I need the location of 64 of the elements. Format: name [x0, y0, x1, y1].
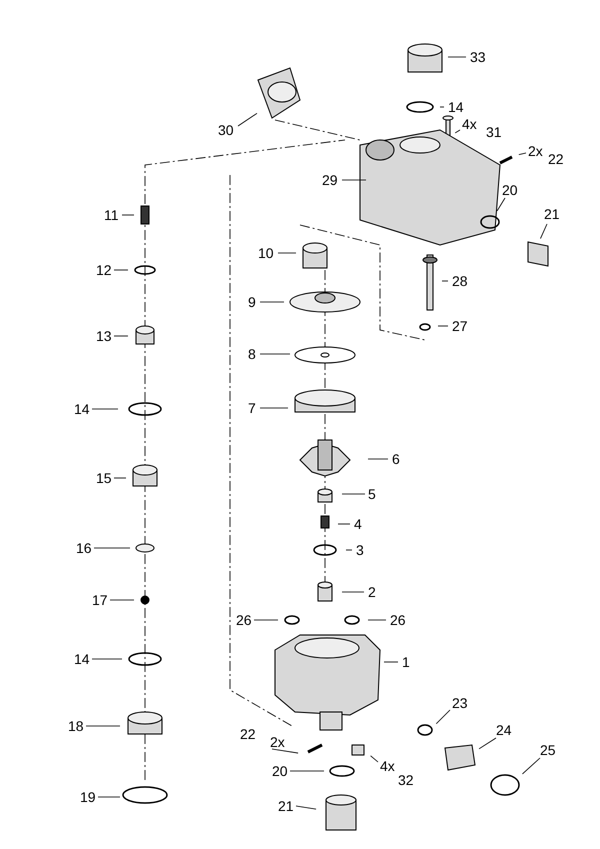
leader-line: [442, 280, 448, 282]
leader-line: [436, 710, 450, 724]
callout-number: 6: [392, 451, 400, 467]
callout-number: 30: [218, 122, 234, 138]
callout-number: 1: [402, 654, 410, 670]
callout-number: 4: [354, 516, 362, 532]
callout-number: 3: [356, 542, 364, 558]
callout-number: 8: [248, 346, 256, 362]
callout-number: 12: [96, 262, 112, 278]
quantity-label: 2x: [528, 143, 543, 159]
quantity-label: 4x: [462, 116, 477, 132]
callout-number: 20: [502, 182, 518, 198]
leader-line: [478, 738, 496, 750]
callout-number: 33: [470, 49, 486, 65]
callout-number: 27: [452, 318, 468, 334]
leader-line: [368, 458, 388, 460]
callout-number: 23: [452, 695, 468, 711]
callout-number: 25: [540, 742, 556, 758]
leader-line: [122, 214, 134, 216]
leader-line: [518, 152, 526, 156]
callout-number: 26: [236, 612, 252, 628]
callout-number: 29: [322, 172, 338, 188]
leader-line: [238, 112, 258, 126]
leader-line: [290, 770, 324, 772]
callout-number: 20: [272, 763, 288, 779]
callout-number: 21: [544, 206, 560, 222]
leader-line: [272, 748, 298, 754]
callout-number: 15: [96, 470, 112, 486]
leader-line: [98, 796, 120, 798]
leader-line: [496, 198, 506, 212]
callout-number: 18: [68, 718, 84, 734]
leader-line: [370, 755, 378, 762]
callout-number: 32: [398, 772, 414, 788]
callout-number: 21: [278, 798, 294, 814]
callout-number: 2: [368, 584, 376, 600]
callout-number: 7: [248, 400, 256, 416]
callout-number: 5: [368, 486, 376, 502]
callout-number: 14: [74, 401, 90, 417]
callout-number: 9: [248, 294, 256, 310]
leader-line: [278, 252, 296, 254]
callout-number: 13: [96, 328, 112, 344]
leader-line: [440, 106, 444, 108]
callout-number: 24: [496, 722, 512, 738]
quantity-label: 4x: [380, 758, 395, 774]
callout-number: 26: [390, 612, 406, 628]
callout-number: 17: [92, 592, 108, 608]
leader-line: [92, 408, 118, 410]
callout-number: 31: [486, 124, 502, 140]
leader-line: [454, 130, 460, 134]
leader-line: [296, 806, 316, 810]
callout-number: 14: [74, 651, 90, 667]
callout-number: 10: [258, 245, 274, 261]
leader-line: [540, 224, 548, 239]
quantity-label: 2x: [270, 734, 285, 750]
leader-line: [448, 56, 466, 58]
callout-number: 22: [240, 726, 256, 742]
leader-line: [92, 658, 122, 660]
leader-line: [522, 758, 540, 774]
callout-number: 11: [104, 207, 119, 223]
callout-number: 14: [448, 99, 464, 115]
callout-number: 19: [80, 789, 96, 805]
callout-number: 28: [452, 273, 468, 289]
callout-number: 22: [548, 151, 564, 167]
callout-number: 16: [76, 540, 92, 556]
